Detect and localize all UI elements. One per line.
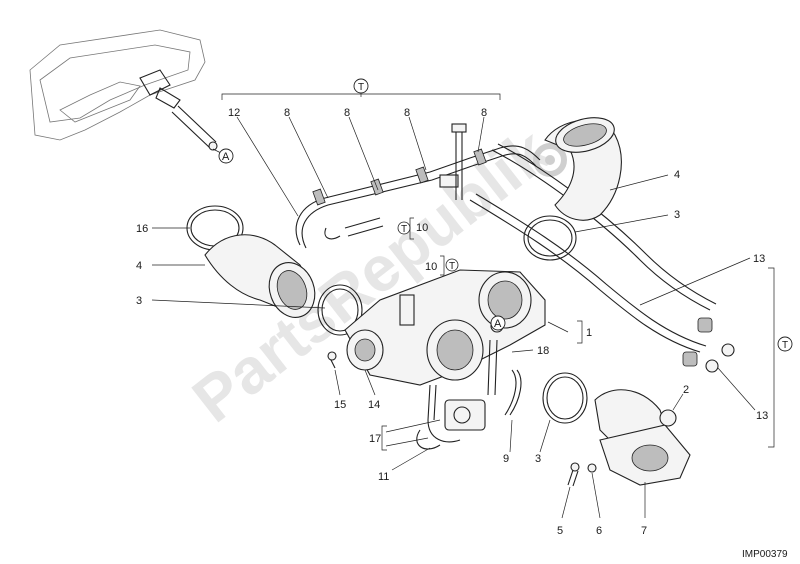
throttle-body — [344, 269, 546, 396]
callout-6: 6 — [596, 525, 602, 537]
kit-symbol-right: T — [782, 340, 788, 351]
callout-3b: 3 — [674, 209, 680, 221]
brace-17 — [381, 425, 387, 451]
ref-mark-a-label-2: A — [494, 318, 502, 330]
kit-symbol-10a-text: T — [401, 224, 407, 235]
callout-15: 15 — [334, 399, 346, 411]
callout-8b: 8 — [344, 107, 350, 119]
callout-1: 1 — [586, 327, 592, 339]
gear-watermark-icon — [533, 143, 567, 177]
kit-bracket-right: T — [768, 267, 793, 448]
callout-13a: 13 — [753, 253, 765, 265]
callout-4b: 4 — [674, 169, 680, 181]
callout-18: 18 — [537, 345, 549, 357]
callout-5: 5 — [557, 525, 563, 537]
callout-4a: 4 — [136, 260, 142, 272]
brace-10a — [409, 217, 414, 240]
callout-2: 2 — [683, 384, 689, 396]
ref-mark-a-throttle: A — [490, 315, 506, 331]
callout-8c: 8 — [404, 107, 410, 119]
brace-1 — [577, 320, 583, 344]
brace-10b — [440, 255, 445, 276]
callout-13b: 13 — [756, 410, 768, 422]
callout-11: 11 — [378, 471, 389, 483]
vent-hose-a — [171, 105, 218, 151]
kit-symbol-10b-text: T — [449, 261, 455, 272]
vacuum-hose-assembly — [295, 123, 541, 249]
kit-symbol-top: T — [358, 82, 364, 93]
ref-mark-a-top: A — [212, 148, 234, 164]
lower-components — [327, 351, 691, 487]
callout-12: 12 — [228, 107, 240, 119]
ref-mark-a-label: A — [222, 151, 230, 163]
callout-labels: 12 8 8 8 8 16 4 3 4 3 13 13 10 10 1 18 2… — [136, 107, 768, 537]
callout-17: 17 — [369, 433, 381, 445]
callout-14: 14 — [368, 399, 380, 411]
kit-symbol-10a: T — [397, 221, 411, 235]
intake-elbow-right — [523, 117, 622, 261]
kit-bracket-top: T — [221, 78, 501, 100]
airbox-outline — [29, 29, 206, 141]
callout-8d: 8 — [481, 107, 487, 119]
figure-code: IMP00379 — [742, 549, 788, 560]
callout-9: 9 — [503, 453, 509, 465]
callout-3a: 3 — [136, 295, 142, 307]
intake-boots-left — [186, 205, 363, 336]
long-hoses — [469, 143, 735, 373]
kit-symbol-10b: T — [445, 258, 459, 272]
callout-16: 16 — [136, 223, 148, 235]
callout-10a: 10 — [416, 222, 428, 234]
leader-lines — [151, 116, 756, 519]
callout-10b: 10 — [425, 261, 437, 273]
callout-7: 7 — [641, 525, 647, 537]
callout-3c: 3 — [535, 453, 541, 465]
callout-8a: 8 — [284, 107, 290, 119]
